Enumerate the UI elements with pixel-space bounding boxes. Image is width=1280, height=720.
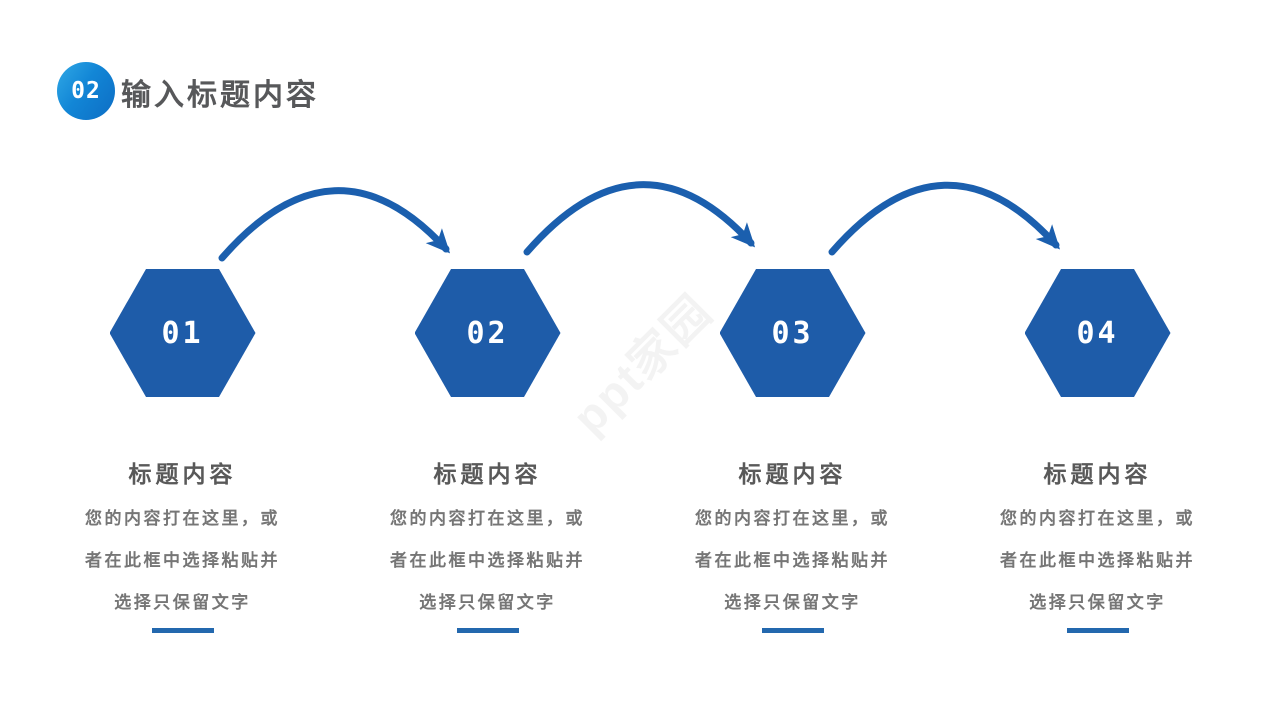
- accent-underline: [151, 628, 214, 633]
- step-number: 01: [161, 315, 204, 351]
- step-column-3: 03 标题内容 您的内容打在这里，或 者在此框中选择粘贴并 选择只保留文字: [640, 269, 945, 633]
- step-body-line: 者在此框中选择粘贴并: [1000, 551, 1195, 570]
- arc-arrow-1: [218, 187, 451, 262]
- step-body-line: 您的内容打在这里，或: [85, 509, 280, 528]
- steps-row: 01 标题内容 您的内容打在这里，或 者在此框中选择粘贴并 选择只保留文字 02…: [30, 269, 1250, 633]
- step-title: 标题内容: [433, 461, 542, 487]
- step-body-line: 者在此框中选择粘贴并: [390, 551, 585, 570]
- step-number: 03: [771, 315, 814, 351]
- step-body-line: 选择只保留文字: [419, 593, 556, 612]
- arc-arrow-3: [828, 181, 1061, 256]
- step-number: 04: [1076, 315, 1119, 351]
- step-body-line: 您的内容打在这里，或: [695, 509, 890, 528]
- section-number-badge: 02: [57, 62, 115, 120]
- step-body-line: 您的内容打在这里，或: [390, 509, 585, 528]
- step-column-2: 02 标题内容 您的内容打在这里，或 者在此框中选择粘贴并 选择只保留文字: [335, 269, 640, 633]
- hexagon-step-2: 02: [414, 269, 561, 397]
- hexagon-step-1: 01: [109, 269, 256, 397]
- step-body-line: 选择只保留文字: [114, 593, 251, 612]
- step-body-line: 者在此框中选择粘贴并: [695, 551, 890, 570]
- step-title: 标题内容: [738, 461, 847, 487]
- hexagon-step-3: 03: [719, 269, 866, 397]
- step-column-4: 04 标题内容 您的内容打在这里，或 者在此框中选择粘贴并 选择只保留文字: [945, 269, 1250, 633]
- step-title: 标题内容: [128, 461, 237, 487]
- accent-underline: [761, 628, 824, 633]
- step-body: 您的内容打在这里，或 者在此框中选择粘贴并 选择只保留文字: [390, 498, 585, 624]
- step-column-1: 01 标题内容 您的内容打在这里，或 者在此框中选择粘贴并 选择只保留文字: [30, 269, 335, 633]
- step-title: 标题内容: [1043, 461, 1152, 487]
- arc-arrow-2: [523, 181, 756, 256]
- step-body-line: 您的内容打在这里，或: [1000, 509, 1195, 528]
- accent-underline: [456, 628, 519, 633]
- section-number: 02: [71, 78, 101, 104]
- step-body-line: 者在此框中选择粘贴并: [85, 551, 280, 570]
- step-body: 您的内容打在这里，或 者在此框中选择粘贴并 选择只保留文字: [1000, 498, 1195, 624]
- connector-arrows: [218, 181, 1061, 262]
- page-title: 输入标题内容: [121, 79, 319, 112]
- step-number: 02: [466, 315, 509, 351]
- step-body: 您的内容打在这里，或 者在此框中选择粘贴并 选择只保留文字: [85, 498, 280, 624]
- step-body: 您的内容打在这里，或 者在此框中选择粘贴并 选择只保留文字: [695, 498, 890, 624]
- slide-header: 02 输入标题内容: [0, 0, 1280, 150]
- hexagon-step-4: 04: [1024, 269, 1171, 397]
- step-body-line: 选择只保留文字: [1029, 593, 1166, 612]
- accent-underline: [1066, 628, 1129, 633]
- step-body-line: 选择只保留文字: [724, 593, 861, 612]
